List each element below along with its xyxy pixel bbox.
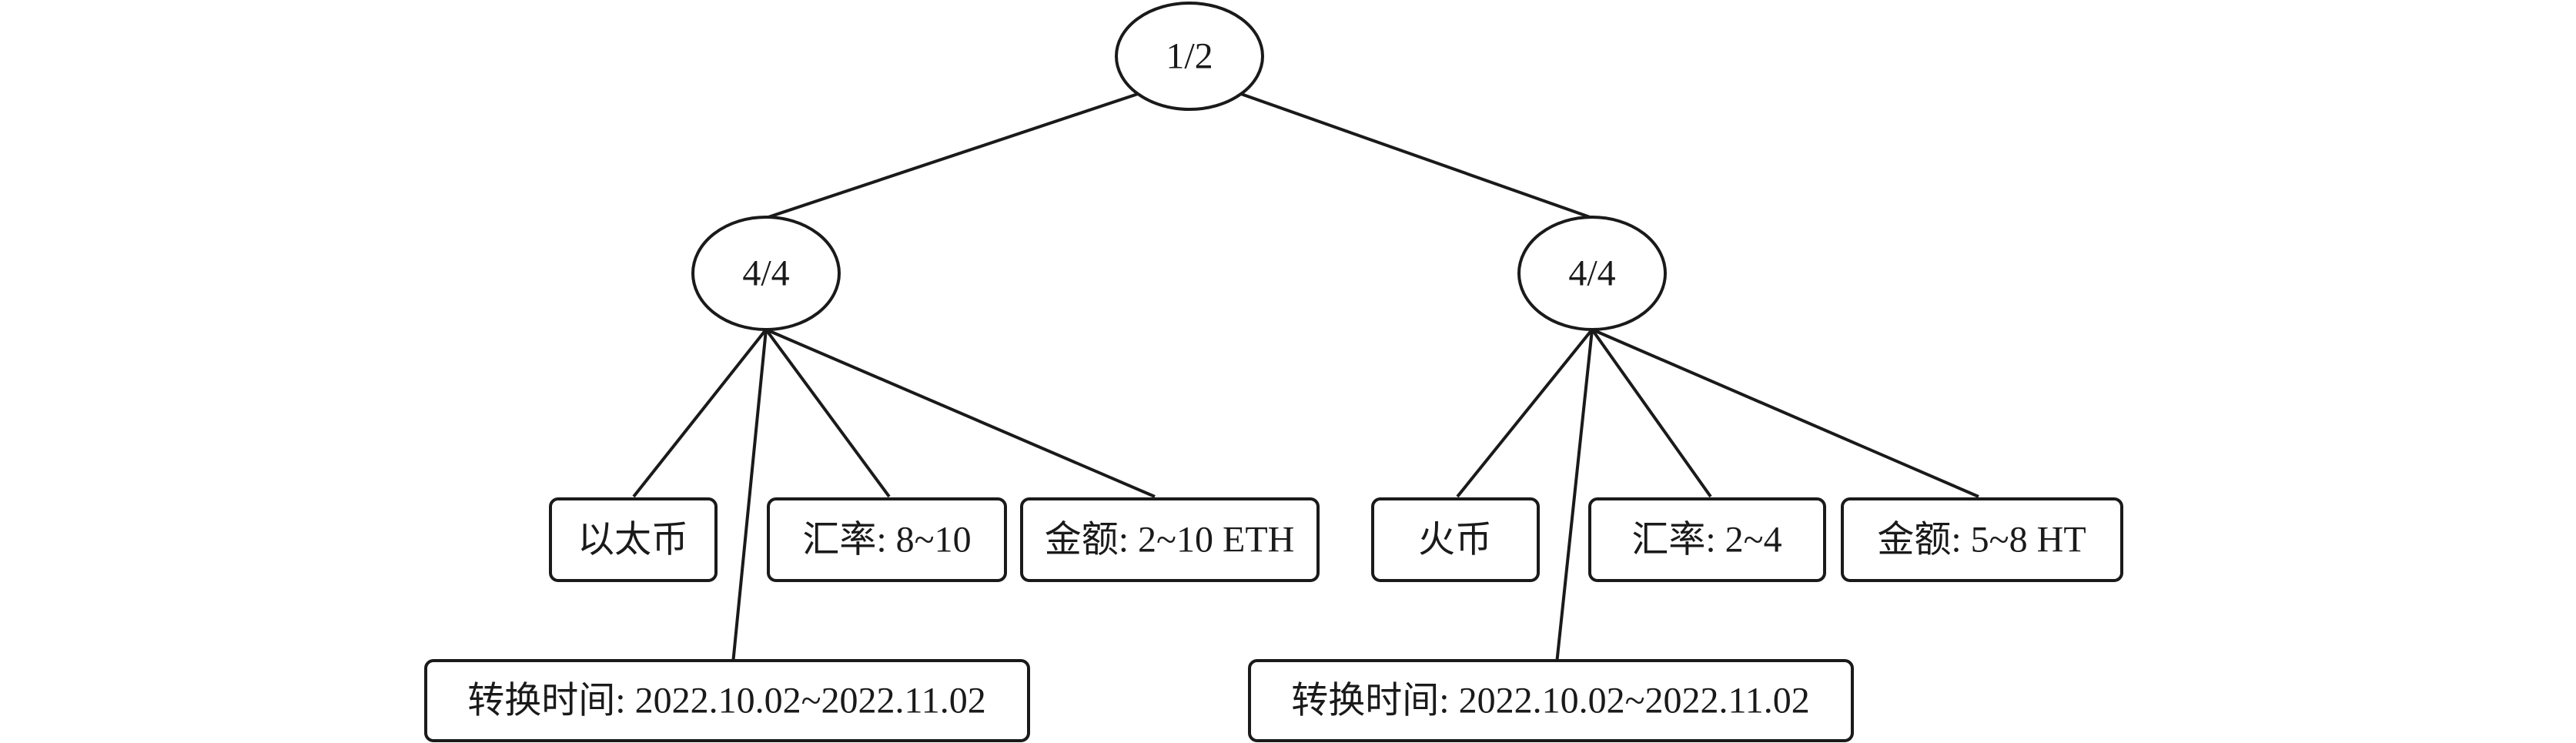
edge-left-amount [765, 328, 1156, 498]
edges [632, 92, 1979, 664]
right-leaf-time: 转换时间: 2022.10.02~2022.11.02 [1248, 659, 1854, 742]
right-branch-label: 4/4 [1568, 253, 1615, 294]
left-currency-label: 以太币 [577, 520, 688, 561]
right-leaf-rate: 汇率: 2~4 [1588, 497, 1826, 582]
right-rate-label: 汇率: 2~4 [1631, 520, 1781, 561]
edge-left-currency [632, 328, 768, 498]
left-amount-label: 金额: 2~10 ETH [1045, 520, 1295, 561]
edge-left-time [731, 329, 768, 664]
left-leaf-rate: 汇率: 8~10 [767, 497, 1007, 582]
right-time-label: 转换时间: 2022.10.02~2022.11.02 [1291, 681, 1810, 721]
edge-left-rate [764, 328, 891, 498]
right-branch-node: 4/4 [1517, 216, 1667, 331]
root-node: 1/2 [1115, 2, 1264, 111]
left-leaf-currency: 以太币 [549, 497, 718, 582]
root-label: 1/2 [1166, 36, 1213, 77]
left-time-label: 转换时间: 2022.10.02~2022.11.02 [467, 681, 986, 721]
left-branch-node: 4/4 [691, 216, 841, 331]
left-branch-label: 4/4 [742, 253, 789, 294]
left-leaf-amount: 金额: 2~10 ETH [1020, 497, 1320, 582]
right-currency-label: 火币 [1418, 520, 1492, 561]
left-leaf-time: 转换时间: 2022.10.02~2022.11.02 [424, 659, 1030, 742]
edge-right-rate [1591, 328, 1712, 498]
right-leaf-currency: 火币 [1371, 497, 1540, 582]
edge-right-amount [1591, 328, 1979, 498]
edge-root-left [765, 92, 1139, 219]
left-rate-label: 汇率: 8~10 [802, 520, 971, 561]
edge-right-currency [1456, 328, 1594, 498]
edge-right-time [1555, 329, 1594, 664]
edge-root-right [1240, 92, 1593, 219]
right-leaf-amount: 金额: 5~8 HT [1841, 497, 2123, 582]
right-amount-label: 金额: 5~8 HT [1877, 520, 2086, 561]
